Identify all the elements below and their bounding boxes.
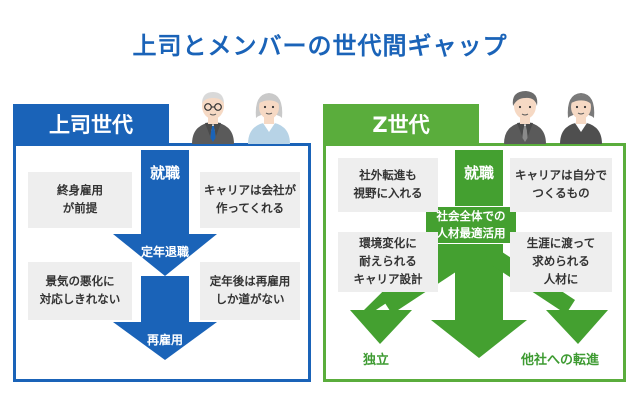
card-lifelong-talent: 生涯に渡って 求められる 人材に xyxy=(510,232,612,292)
young-woman-icon xyxy=(560,93,602,144)
card-self-career: キャリアは自分で つくるもの xyxy=(510,158,612,212)
card-recession: 景気の悪化に 対応しきれない xyxy=(28,262,132,320)
boss-generation-header: 上司世代 xyxy=(13,104,169,146)
gen-z-header: Z世代 xyxy=(323,104,479,146)
older-man-icon xyxy=(192,92,234,144)
card-resilient-career: 環境変化に 耐えられる キャリア設計 xyxy=(338,232,438,292)
page-title: 上司とメンバーの世代間ギャップ xyxy=(132,32,508,60)
label-independence: 独立 xyxy=(363,353,390,368)
card-lifetime-employment: 終身雇用 が前提 xyxy=(28,172,132,228)
arrow-label-retirement: 定年退職 xyxy=(140,245,189,259)
card-external-move: 社外転進も 視野に入れる xyxy=(338,158,438,212)
career-arrow xyxy=(113,150,217,360)
older-woman-icon xyxy=(248,93,290,144)
card-post-retirement: 定年後は再雇用 しか道がない xyxy=(200,262,300,320)
card-company-career: キャリアは会社が 作ってくれる xyxy=(200,172,300,228)
arrow-label-z-employment: 就職 xyxy=(463,164,494,182)
young-man-icon xyxy=(504,91,546,144)
society-optimization-label: 社会全体での 人材最適活用 xyxy=(425,206,517,244)
arrow-label-employment: 就職 xyxy=(149,164,180,182)
arrow-label-reemployment: 再雇用 xyxy=(146,333,183,347)
label-other-company: 他社への転進 xyxy=(521,353,600,368)
